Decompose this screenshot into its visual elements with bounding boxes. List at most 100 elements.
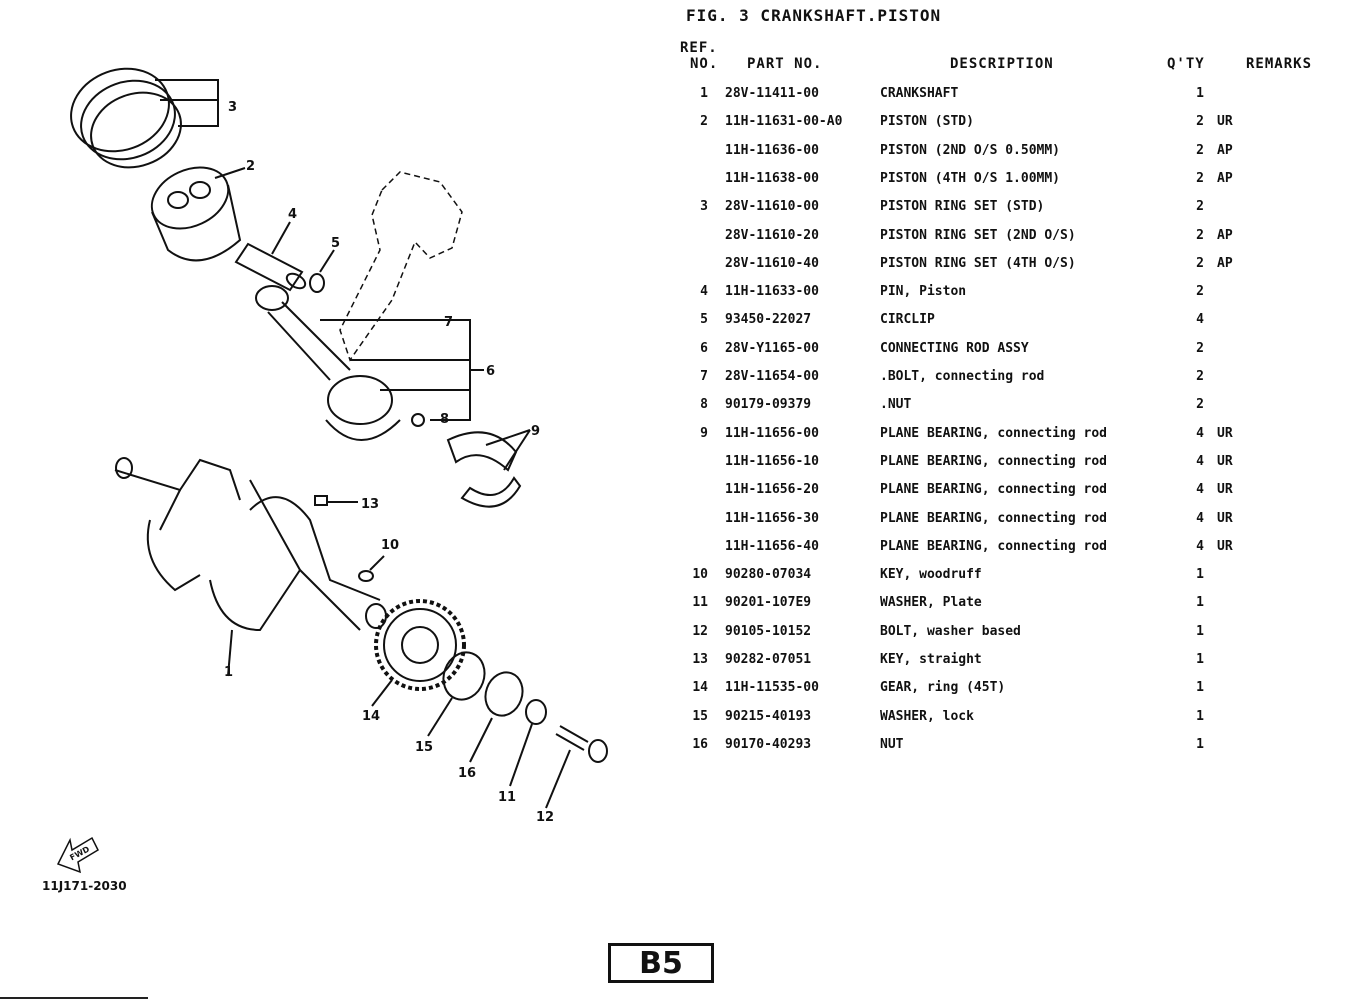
woodruff-key xyxy=(358,570,374,582)
cell-description: GEAR, ring (45T) xyxy=(880,680,1006,696)
cell-part-no: 28V-Y1165-00 xyxy=(725,340,819,356)
cell-part-no: 11H-11656-00 xyxy=(725,425,819,441)
cell-remarks: AP xyxy=(1217,142,1233,158)
callout-11: 11 xyxy=(498,790,516,805)
cell-remarks: UR xyxy=(1217,482,1233,498)
cell-description: PISTON RING SET (STD) xyxy=(880,199,1045,215)
callout-7: 7 xyxy=(444,315,453,330)
cell-ref-no: 3 xyxy=(700,199,708,215)
figure-title: FIG. 3 CRANKSHAFT.PISTON xyxy=(686,6,942,25)
callout-12: 12 xyxy=(536,810,554,825)
plate-washer xyxy=(525,699,547,725)
cell-part-no: 28V-11610-00 xyxy=(725,199,819,215)
cell-quantity: 2 xyxy=(1196,369,1204,384)
cell-remarks: AP xyxy=(1217,255,1233,271)
cell-remarks: UR xyxy=(1217,510,1233,526)
cell-remarks: AP xyxy=(1217,170,1233,186)
leader-16 xyxy=(469,717,493,763)
leader-12 xyxy=(545,749,571,809)
piston-pin xyxy=(234,242,307,292)
cell-quantity: 1 xyxy=(1196,595,1204,611)
drawing-code: 11J171-2030 xyxy=(42,879,127,893)
cell-remarks: UR xyxy=(1217,538,1233,554)
cell-quantity: 2 xyxy=(1196,284,1204,300)
cell-ref-no: 13 xyxy=(692,652,708,667)
cell-description: PISTON RING SET (2ND O/S) xyxy=(880,227,1076,243)
callout-16: 16 xyxy=(458,766,476,781)
callout-2: 2 xyxy=(246,159,255,174)
cell-quantity: 4 xyxy=(1196,538,1204,554)
callout-14: 14 xyxy=(362,709,380,724)
nut-16 xyxy=(484,671,524,717)
cell-ref-no: 11 xyxy=(692,595,708,611)
cell-quantity: 1 xyxy=(1196,86,1204,101)
cell-quantity: 1 xyxy=(1196,652,1204,667)
table-row: 11 90201-107E9 WASHER, Plate 1 xyxy=(680,595,1340,617)
cell-ref-no: 7 xyxy=(700,369,708,384)
cell-description: CRANKSHAFT xyxy=(880,86,959,101)
cell-remarks: UR xyxy=(1217,425,1233,441)
piston-rings xyxy=(70,67,182,169)
cell-description: PLANE BEARING, connecting rod xyxy=(880,510,1107,526)
cell-remarks: UR xyxy=(1217,114,1233,130)
cell-quantity: 4 xyxy=(1196,453,1204,469)
leader-3 xyxy=(155,79,219,127)
header-description: DESCRIPTION xyxy=(950,56,1054,72)
cell-description: .BOLT, connecting rod xyxy=(880,369,1045,384)
cell-part-no: 93450-22027 xyxy=(725,312,812,328)
cell-ref-no: 16 xyxy=(692,736,708,752)
cell-part-no: 11H-11535-00 xyxy=(725,680,819,696)
callout-13: 13 xyxy=(361,497,379,512)
cell-ref-no: 15 xyxy=(692,708,708,724)
callout-10: 10 xyxy=(381,538,399,553)
callout-8: 8 xyxy=(440,412,449,427)
cell-description: .NUT xyxy=(880,397,912,413)
cell-description: PLANE BEARING, connecting rod xyxy=(880,538,1107,554)
header-part-no: PART NO. xyxy=(747,56,823,72)
cell-part-no: 28V-11610-40 xyxy=(725,255,819,271)
header-ref-line1: REF. xyxy=(680,40,718,56)
leader-15 xyxy=(427,697,453,737)
cell-quantity: 1 xyxy=(1196,567,1204,583)
cell-quantity: 2 xyxy=(1196,142,1204,158)
cell-part-no: 28V-11411-00 xyxy=(725,86,819,101)
cell-quantity: 4 xyxy=(1196,510,1204,526)
forward-arrow-icon xyxy=(56,836,99,874)
cell-description: CIRCLIP xyxy=(880,312,935,328)
page-edge-line xyxy=(0,997,148,999)
cell-ref-no: 9 xyxy=(700,425,708,441)
header-ref-line2: NO. xyxy=(690,56,719,72)
leader-14 xyxy=(371,679,393,707)
plane-bearings xyxy=(446,431,522,508)
callout-1: 1 xyxy=(224,665,233,680)
table-row: 3 28V-11610-00 PISTON RING SET (STD) 2 xyxy=(680,199,1340,221)
cell-description: PLANE BEARING, connecting rod xyxy=(880,482,1107,498)
cell-description: PLANE BEARING, connecting rod xyxy=(880,425,1107,441)
cell-quantity: 2 xyxy=(1196,227,1204,243)
leader-5 xyxy=(319,249,335,273)
cell-quantity: 4 xyxy=(1196,482,1204,498)
cell-quantity: 2 xyxy=(1196,199,1204,215)
table-row: 9 11H-11656-00 PLANE BEARING, connecting r… xyxy=(680,426,1340,448)
cell-description: WASHER, Plate xyxy=(880,595,982,611)
cell-ref-no: 14 xyxy=(692,680,708,696)
cell-description: BOLT, washer based xyxy=(880,623,1021,639)
cell-quantity: 1 xyxy=(1196,680,1204,696)
cell-quantity: 2 xyxy=(1196,340,1204,356)
header-remarks: REMARKS xyxy=(1246,56,1313,72)
cell-part-no: 11H-11656-30 xyxy=(725,510,819,526)
cell-part-no: 90201-107E9 xyxy=(725,595,812,611)
